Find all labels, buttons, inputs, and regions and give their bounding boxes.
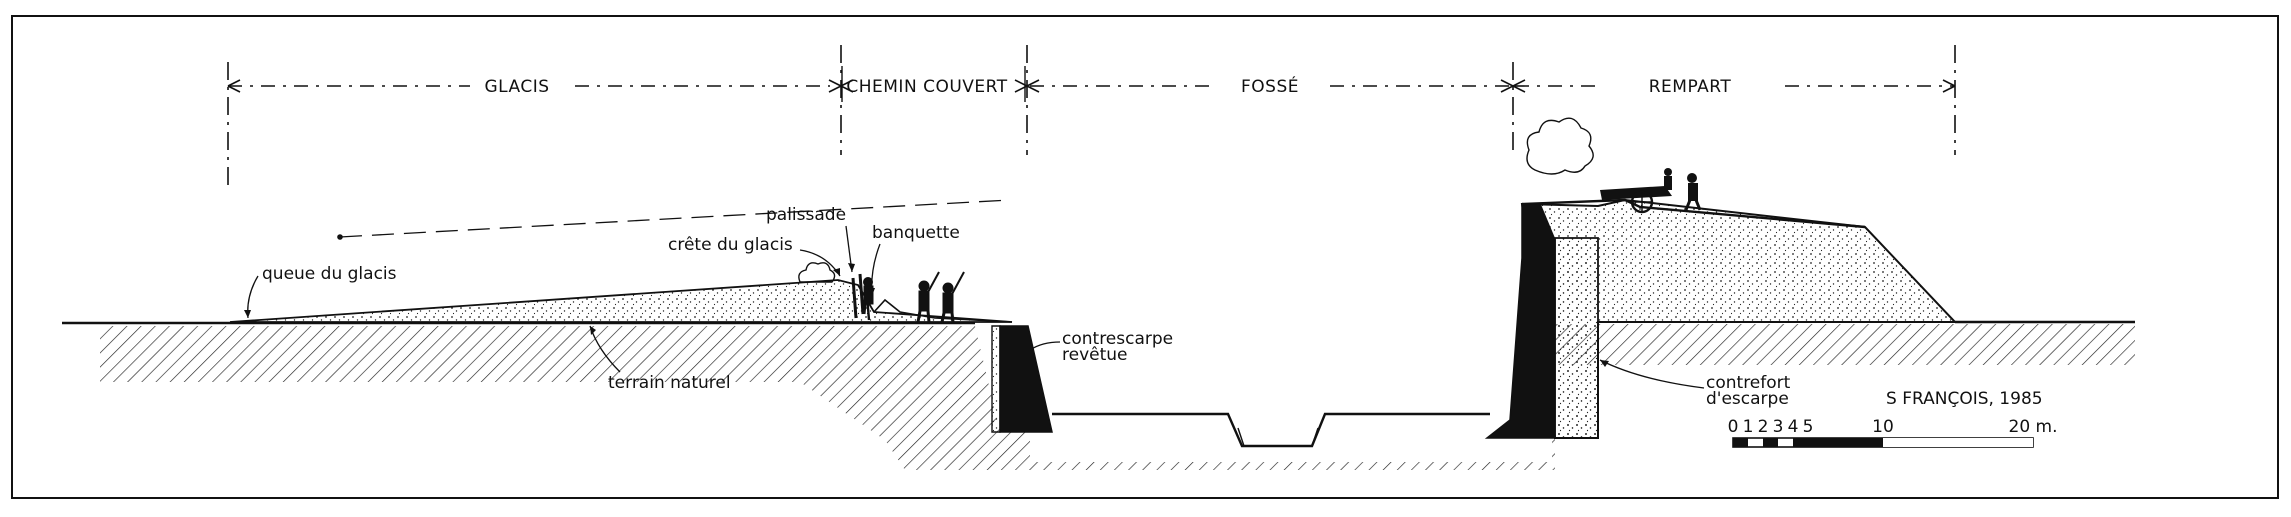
label-contrescarpe: contrescarpe (1062, 329, 1173, 349)
glacis-sight-line (339, 199, 1011, 238)
scale-tick-4: 4 (1788, 417, 1799, 437)
cannon-smoke (1526, 117, 1594, 175)
scarp-counterfort (1554, 237, 1599, 439)
author-credit: S FRANÇOIS, 1985 (1886, 389, 2043, 409)
soldier-figures (862, 271, 965, 323)
label-banquette: banquette (872, 223, 960, 243)
leader-contrefort (1599, 359, 1705, 389)
glacis-slope (229, 279, 1013, 323)
dimension-line (227, 45, 1956, 185)
scale-tick-10: 10 (1872, 417, 1894, 437)
cunette (1237, 427, 1319, 447)
scale-tick-1: 1 (1743, 417, 1754, 437)
musket-smoke-left (798, 262, 836, 283)
label-palissade: palissade (766, 205, 846, 225)
label-revetue: revêtue (1062, 345, 1128, 365)
scale-bar (1732, 437, 2034, 448)
banquette-step (873, 298, 1013, 323)
scale-tick-20: 20 m. (2009, 417, 2058, 437)
section-label-chemin-couvert: CHEMIN COUVERT (846, 77, 1007, 97)
cannon-with-crew (1600, 168, 1702, 214)
scale-tick-2: 2 (1758, 417, 1769, 437)
label-queue-du-glacis: queue du glacis (262, 264, 397, 284)
section-label-glacis: GLACIS (484, 77, 549, 97)
label-contrefort: contrefort (1706, 373, 1791, 393)
label-crete-du-glacis: crête du glacis (668, 235, 793, 255)
outer-frame (11, 15, 2279, 499)
scarp-wall (1484, 203, 1556, 439)
scale-tick-3: 3 (1773, 417, 1784, 437)
scale-tick-5: 5 (1803, 417, 1814, 437)
counterscarp-wall (999, 325, 1053, 433)
section-label-rempart: REMPART (1649, 77, 1732, 97)
scale-tick-0: 0 (1728, 417, 1739, 437)
sight-point (337, 234, 343, 240)
section-label-fosse: FOSSÉ (1241, 75, 1299, 97)
leader-contrescarpe (1029, 341, 1061, 351)
label-d-escarpe: d'escarpe (1706, 389, 1789, 409)
label-terrain-naturel: terrain naturel (608, 373, 731, 393)
